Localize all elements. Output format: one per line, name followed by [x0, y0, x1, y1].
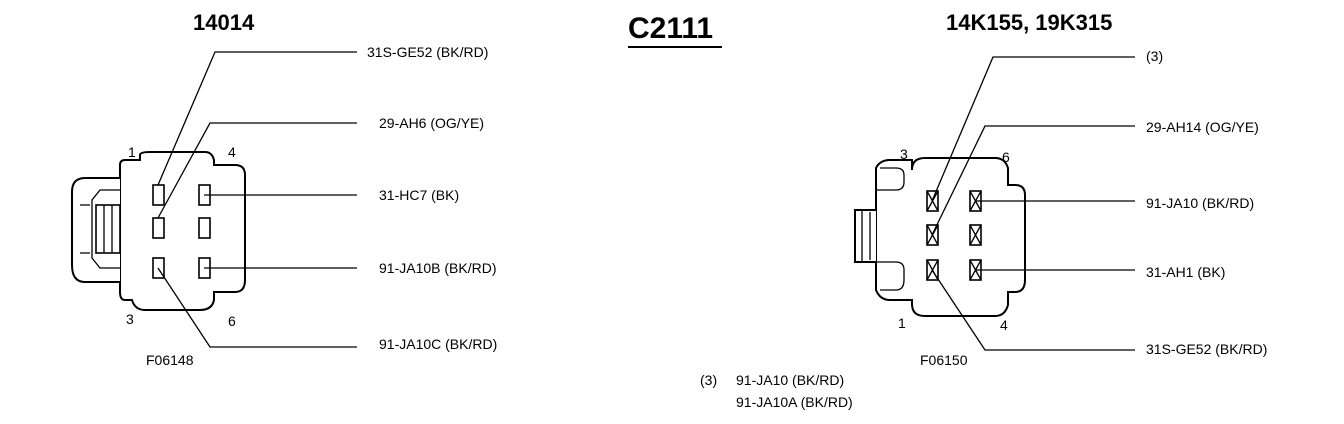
- cavity: [152, 217, 165, 239]
- footnote-marker: (3): [700, 372, 717, 388]
- right-connector-shell: [875, 157, 1026, 317]
- leader-line: [157, 122, 357, 219]
- left-connector: 14014 1 4 3 6 31S-GE52 (BK/RD) 29-AH6 (O…: [71, 10, 497, 368]
- wire-label: 29-AH6 (OG/YE): [379, 115, 484, 131]
- left-part-number: 14014: [193, 10, 255, 35]
- footnote-line: 91-JA10A (BK/RD): [736, 394, 853, 410]
- figure-id: F06148: [146, 352, 194, 368]
- pin-number: 4: [1000, 317, 1008, 333]
- wire-label: 31S-GE52 (BK/RD): [1146, 341, 1267, 357]
- pin-number: 6: [1002, 149, 1010, 165]
- footnote: (3) 91-JA10 (BK/RD) 91-JA10A (BK/RD): [700, 372, 853, 410]
- left-connector-shell: [119, 151, 246, 311]
- right-part-number: 14K155, 19K315: [946, 10, 1112, 35]
- pin-number: 1: [128, 144, 136, 160]
- pin-number: 6: [228, 313, 236, 329]
- pin-number: 3: [126, 311, 134, 327]
- leader-line: [157, 51, 357, 186]
- wire-label: 29-AH14 (OG/YE): [1146, 119, 1259, 135]
- right-connector: 14K155, 19K315 3 6 1 4 (3) 29-AH14: [854, 10, 1267, 368]
- cavity: [152, 184, 165, 206]
- right-connector-latch: [854, 209, 876, 263]
- wire-label: 31-HC7 (BK): [379, 187, 459, 203]
- leader-line: [157, 267, 357, 348]
- wire-label: 91-JA10C (BK/RD): [379, 336, 497, 352]
- leader-line: [931, 56, 1135, 202]
- figure-id: F06150: [920, 352, 968, 368]
- leader-line: [931, 125, 1135, 236]
- wire-label: 91-JA10 (BK/RD): [1146, 195, 1254, 211]
- diagram-title: C2111: [628, 12, 713, 45]
- wire-label: 91-JA10B (BK/RD): [379, 260, 496, 276]
- pin-number: 1: [898, 315, 906, 331]
- pin-number: 4: [228, 144, 236, 160]
- pin-number: 3: [900, 146, 908, 162]
- wire-label: 31S-GE52 (BK/RD): [367, 44, 488, 60]
- wire-label: (3): [1146, 48, 1163, 64]
- wire-label: 31-AH1 (BK): [1146, 264, 1225, 280]
- footnote-line: 91-JA10 (BK/RD): [736, 372, 844, 388]
- cavity: [198, 217, 211, 239]
- leader-line: [931, 269, 1135, 351]
